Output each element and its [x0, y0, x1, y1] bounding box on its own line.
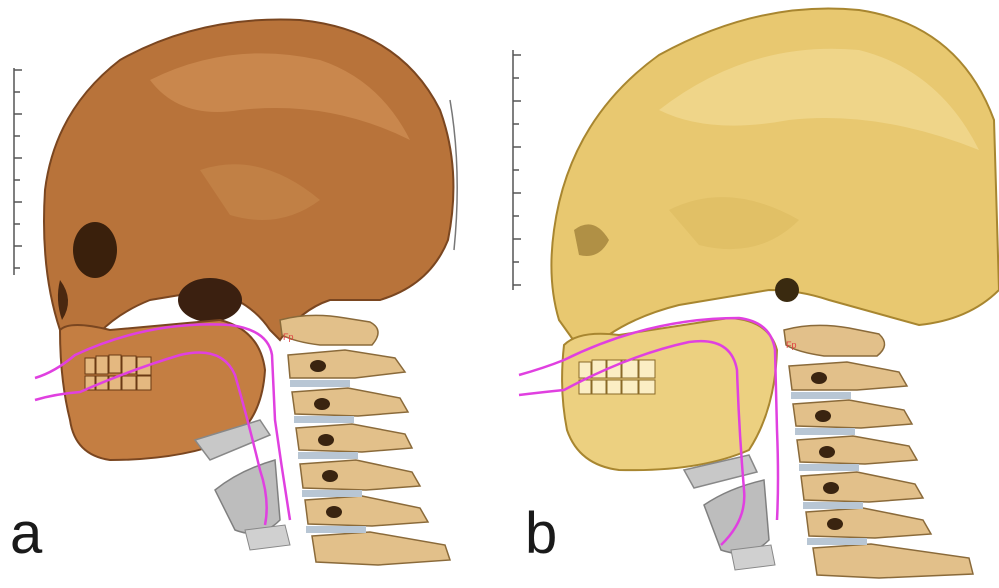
fp-mark: Fp: [786, 340, 797, 350]
cricoid-cartilage: [245, 525, 290, 550]
panel-b-illustration: Fp: [499, 0, 999, 588]
scale-ruler: [513, 50, 521, 290]
panel-b: Fp: [499, 0, 999, 588]
ear-canal: [775, 278, 799, 302]
thyroid-cartilage: [704, 480, 769, 553]
panel-label-b: b: [525, 505, 557, 563]
ear-canal: [178, 278, 242, 322]
cricoid-cartilage: [731, 545, 775, 570]
fp-mark: Fp: [283, 332, 294, 342]
panel-a-illustration: Fp: [0, 0, 500, 588]
scale-ruler: [14, 68, 22, 275]
eye-orbit: [73, 222, 117, 278]
panel-label-a: a: [10, 505, 42, 563]
thyroid-cartilage: [215, 460, 280, 533]
panel-a: Fp: [0, 0, 500, 588]
